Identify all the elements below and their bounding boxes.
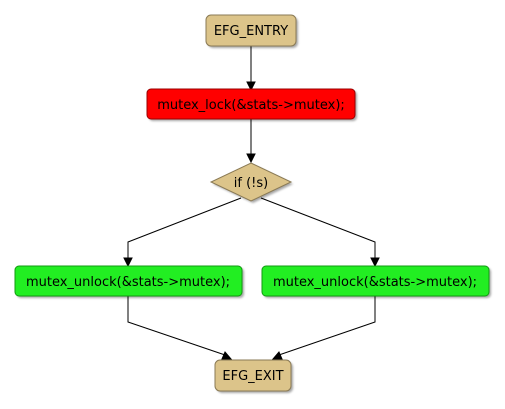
node-cond: if (!s): [209, 162, 293, 202]
edges: [123, 46, 380, 360]
node-exit-box: [215, 360, 291, 391]
node-unlock-left-box: [15, 266, 242, 296]
edge-cond-to-unlock-right: [260, 197, 376, 258]
node-entry: EFG_ENTRY: [205, 14, 297, 47]
arrowhead-unlock-right-to-exit: [271, 351, 283, 360]
node-unlock-right-label: mutex_unlock(&stats->mutex);: [273, 275, 477, 290]
node-exit-border: [214, 359, 292, 392]
node-lock-border: [146, 88, 356, 120]
edge-cond-to-unlock-left: [127, 197, 242, 258]
node-entry-border: [205, 14, 297, 47]
node-lock-box: [147, 89, 355, 119]
node-cond-border: [209, 162, 293, 202]
node-cond-label: if (!s): [234, 176, 268, 191]
arrowhead-lock-to-cond: [246, 153, 256, 164]
node-lock-label: mutex_lock(&stats->mutex);: [157, 98, 345, 113]
node-unlock-right: mutex_unlock(&stats->mutex);: [261, 265, 490, 297]
node-entry-box: [206, 15, 296, 46]
arrowhead-cond-to-unlock-right: [370, 257, 380, 268]
node-unlock-left-label: mutex_unlock(&stats->mutex);: [26, 275, 230, 290]
node-unlock-left: mutex_unlock(&stats->mutex);: [14, 265, 243, 297]
node-entry-label: EFG_ENTRY: [214, 24, 288, 39]
node-unlock-right-border: [261, 265, 490, 297]
node-unlock-left-border: [14, 265, 243, 297]
node-lock: mutex_lock(&stats->mutex);: [146, 88, 356, 120]
node-exit-label: EFG_EXIT: [222, 369, 283, 384]
edge-unlock-left-to-exit: [127, 296, 229, 357]
node-exit: EFG_EXIT: [214, 359, 292, 392]
node-unlock-right-box: [262, 266, 489, 296]
arrowhead-cond-to-unlock-left: [123, 257, 133, 268]
edge-unlock-right-to-exit: [275, 296, 376, 357]
arrowhead-entry-to-lock: [246, 81, 256, 92]
arrowhead-unlock-left-to-exit: [221, 351, 233, 360]
